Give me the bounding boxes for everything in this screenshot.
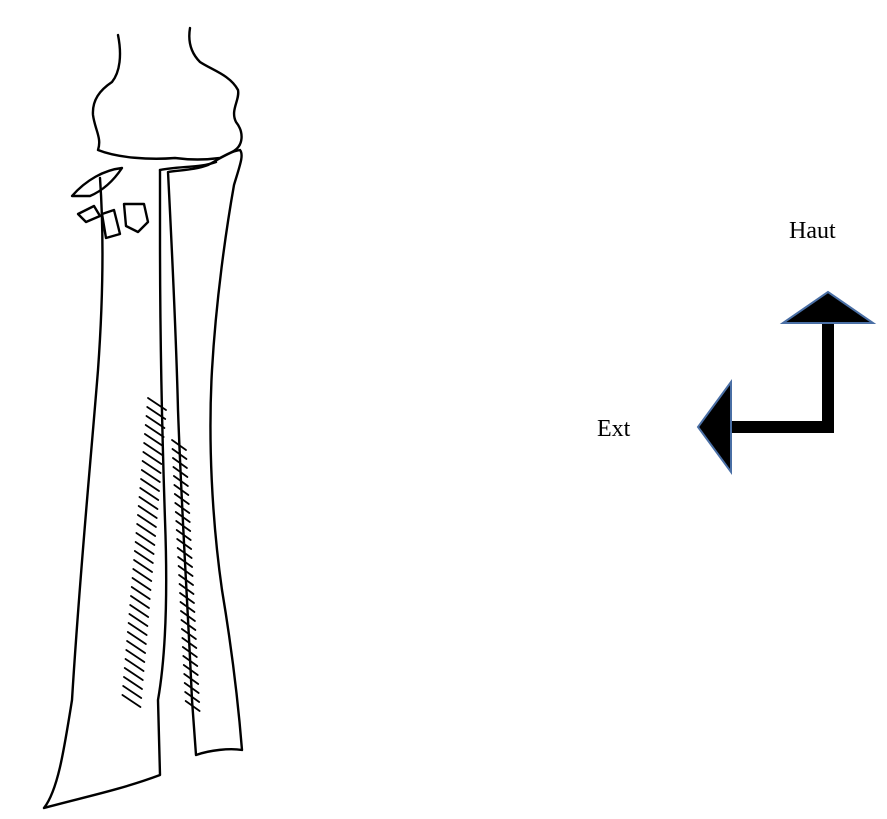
interosseous-hatching <box>122 398 199 711</box>
fragment-3 <box>124 204 148 232</box>
hatch-stroke <box>126 659 144 671</box>
arrow-up-head-icon <box>783 292 873 323</box>
hatch-stroke <box>123 686 141 698</box>
hatch-stroke <box>141 479 159 491</box>
hatch-stroke <box>128 632 146 644</box>
direction-arrow <box>698 292 873 472</box>
hatch-stroke <box>146 425 164 437</box>
hatch-stroke <box>124 677 142 689</box>
arrow-left-head-icon <box>698 382 731 472</box>
hatch-stroke <box>127 641 145 653</box>
hatch-stroke <box>133 569 151 581</box>
hatch-stroke <box>129 614 147 626</box>
hatch-stroke <box>148 398 166 410</box>
hatch-stroke <box>143 461 161 473</box>
label-up: Haut <box>789 219 836 243</box>
hatch-stroke <box>133 578 151 590</box>
hatch-stroke <box>142 470 160 482</box>
bone-drawing <box>44 28 242 808</box>
arrow-shaft <box>720 323 828 427</box>
fragment-2 <box>102 210 120 238</box>
hatch-stroke <box>139 506 157 518</box>
label-external: Ext <box>597 417 630 441</box>
hatch-stroke <box>139 497 157 509</box>
humerus-condyle <box>93 28 242 160</box>
hatch-stroke <box>126 650 144 662</box>
hatch-stroke <box>137 524 155 536</box>
hatch-stroke <box>136 542 154 554</box>
hatch-stroke <box>138 515 156 527</box>
hatch-stroke <box>140 488 158 500</box>
hatch-stroke <box>136 533 154 545</box>
hatch-stroke <box>135 551 153 563</box>
ulna-outline <box>44 170 166 808</box>
fragment-1 <box>78 206 100 222</box>
hatch-stroke <box>130 605 148 617</box>
hatch-stroke <box>129 623 147 635</box>
radius-outline <box>168 150 242 755</box>
hatch-stroke <box>144 443 162 455</box>
hatch-stroke <box>131 596 149 608</box>
hatch-stroke <box>145 434 163 446</box>
hatch-stroke <box>134 560 152 572</box>
hatch-stroke <box>122 695 140 707</box>
fragment-large <box>72 168 122 196</box>
hatch-stroke <box>132 587 150 599</box>
hatch-stroke <box>143 452 161 464</box>
hatch-stroke <box>125 668 143 680</box>
